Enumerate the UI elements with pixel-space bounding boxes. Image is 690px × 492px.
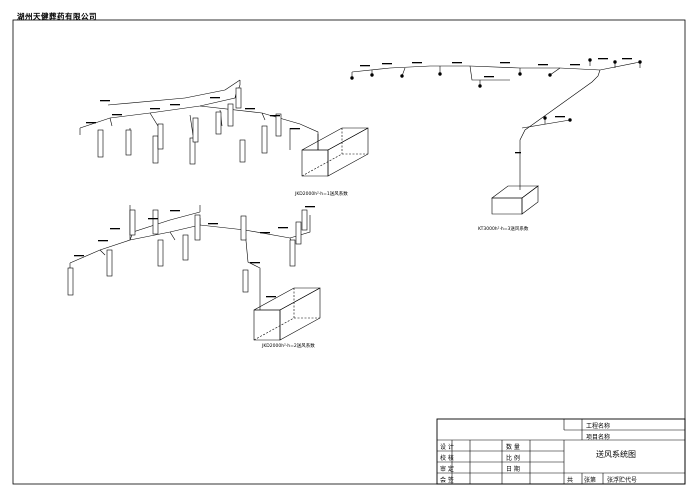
duct-labels-2: [74, 206, 315, 298]
date-label: 日 期: [506, 466, 520, 473]
design-label: 设 计: [440, 444, 454, 451]
system-3-caption: KT3000h²·h=3送风系数: [478, 227, 529, 232]
total-label: 共: [567, 477, 574, 484]
company-name: 湖州天健葬药有限公司: [17, 12, 97, 21]
item-name-label: 项目名称: [586, 434, 611, 441]
countersign-label: 会 签: [440, 477, 454, 484]
duct-system-3: [350, 58, 642, 215]
scale-label: 比 例: [506, 455, 520, 462]
quantity-label: 数 量: [506, 444, 520, 451]
drawing-title: 送风系统图: [596, 450, 636, 459]
code-label: 张浮贮代号: [607, 477, 638, 484]
duct-labels-1: [86, 97, 300, 130]
duct-system-1: [79, 79, 369, 177]
title-block-frame: [436, 418, 686, 485]
system-1-caption: JKD2000h²·h=1送风系数: [295, 192, 348, 197]
check-label: 校 核: [440, 455, 454, 462]
system-2-caption: JKD2000h²·h=2送风系数: [262, 344, 315, 349]
duct-labels-3: [360, 58, 632, 154]
sheet-border: [12, 19, 686, 485]
duct-system-2: [67, 205, 321, 341]
sheet-no-label: 张第: [584, 477, 597, 484]
project-name-label: 工程名称: [586, 423, 611, 430]
review-label: 审 定: [440, 466, 454, 473]
